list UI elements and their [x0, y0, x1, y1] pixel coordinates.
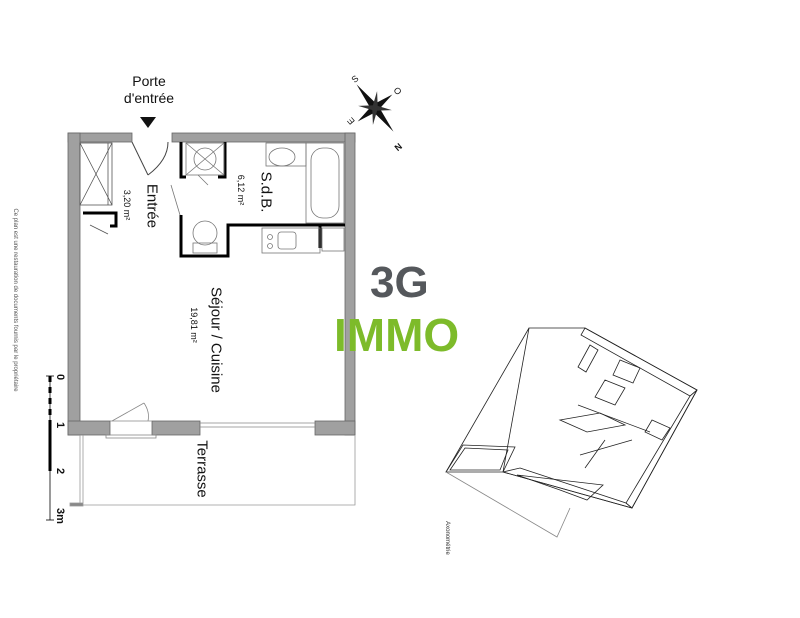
entrance-label-line2: d'entrée — [123, 90, 175, 106]
entry-closet — [79, 142, 113, 206]
room-name-entree: Entrée — [143, 183, 161, 229]
compass-rose-icon — [356, 84, 394, 132]
logo-immo: IMMO — [334, 309, 460, 361]
exterior-walls — [67, 132, 356, 436]
room-name-sejour: Séjour / Cuisine — [207, 287, 225, 393]
room-name-sdb: S.d.B. — [257, 171, 275, 213]
bathroom-fixtures — [170, 142, 345, 254]
room-area-sejour: 19,81 m² — [189, 307, 199, 343]
logo-3g: 3G — [370, 258, 429, 307]
small-cupboard — [83, 211, 118, 228]
disclaimer-note: Ce plan est une restauration de document… — [12, 208, 18, 392]
terrace-outline — [69, 435, 356, 507]
scale-label-2: 2 — [54, 467, 66, 475]
scale-label-1: 1 — [54, 421, 66, 429]
axonometry-label: Axonométrie — [444, 521, 450, 555]
axonometry-drawing — [445, 327, 698, 538]
entrance-label-line1: Porte — [132, 73, 166, 89]
entrance-label: Porte d'entrée — [118, 73, 180, 107]
terrace-openings — [105, 402, 315, 439]
entrance-arrow-icon — [140, 117, 156, 128]
entrance-door — [131, 141, 169, 176]
scale-label-0: 0 — [54, 373, 66, 381]
scale-label-3m: 3m — [54, 508, 66, 524]
room-area-entree: 3,20 m² — [122, 189, 132, 221]
room-name-terrasse: Terrasse — [193, 440, 211, 498]
room-area-sdb: 6,12 m² — [236, 174, 246, 206]
scale-bar — [46, 375, 54, 521]
